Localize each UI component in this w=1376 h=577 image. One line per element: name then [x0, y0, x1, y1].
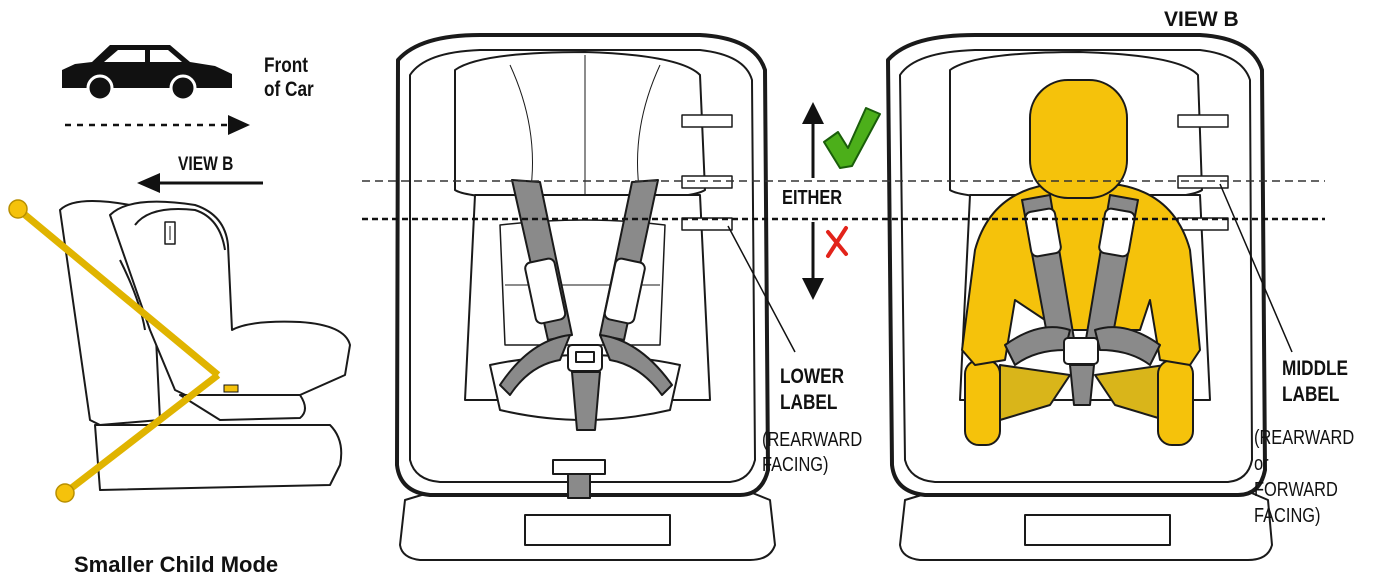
child-figure	[961, 79, 1201, 446]
red-cross-icon	[826, 226, 848, 258]
lower-label-note: (REARWARD FACING)	[762, 429, 863, 476]
either-label: EITHER	[782, 187, 843, 209]
car-icon	[62, 45, 232, 102]
front-of-car-label: Front of Car	[264, 54, 314, 102]
side-view-caption: Smaller Child Mode	[74, 552, 279, 577]
middle-label-leader	[1219, 183, 1293, 353]
up-arrow	[802, 102, 824, 178]
side-view-seat	[59, 200, 351, 491]
middle-seat	[395, 33, 776, 561]
down-arrow	[802, 222, 824, 300]
middle-label-note: (REARWARD or FORWARD FACING)	[1254, 427, 1355, 527]
lower-label-leader	[727, 225, 796, 353]
green-checkmark-icon	[823, 107, 881, 169]
view-b-arrow	[137, 173, 263, 193]
front-of-car-arrow	[65, 115, 250, 135]
lower-label-title: LOWER LABEL	[780, 365, 845, 415]
middle-label-title: MIDDLE LABEL	[1282, 357, 1349, 407]
view-b-label-right: VIEW B	[1164, 8, 1239, 31]
diagram-canvas	[8, 33, 1325, 561]
height-guide-lines	[362, 180, 1325, 221]
tether-strap	[8, 199, 239, 503]
view-b-label-left: VIEW B	[178, 154, 234, 175]
